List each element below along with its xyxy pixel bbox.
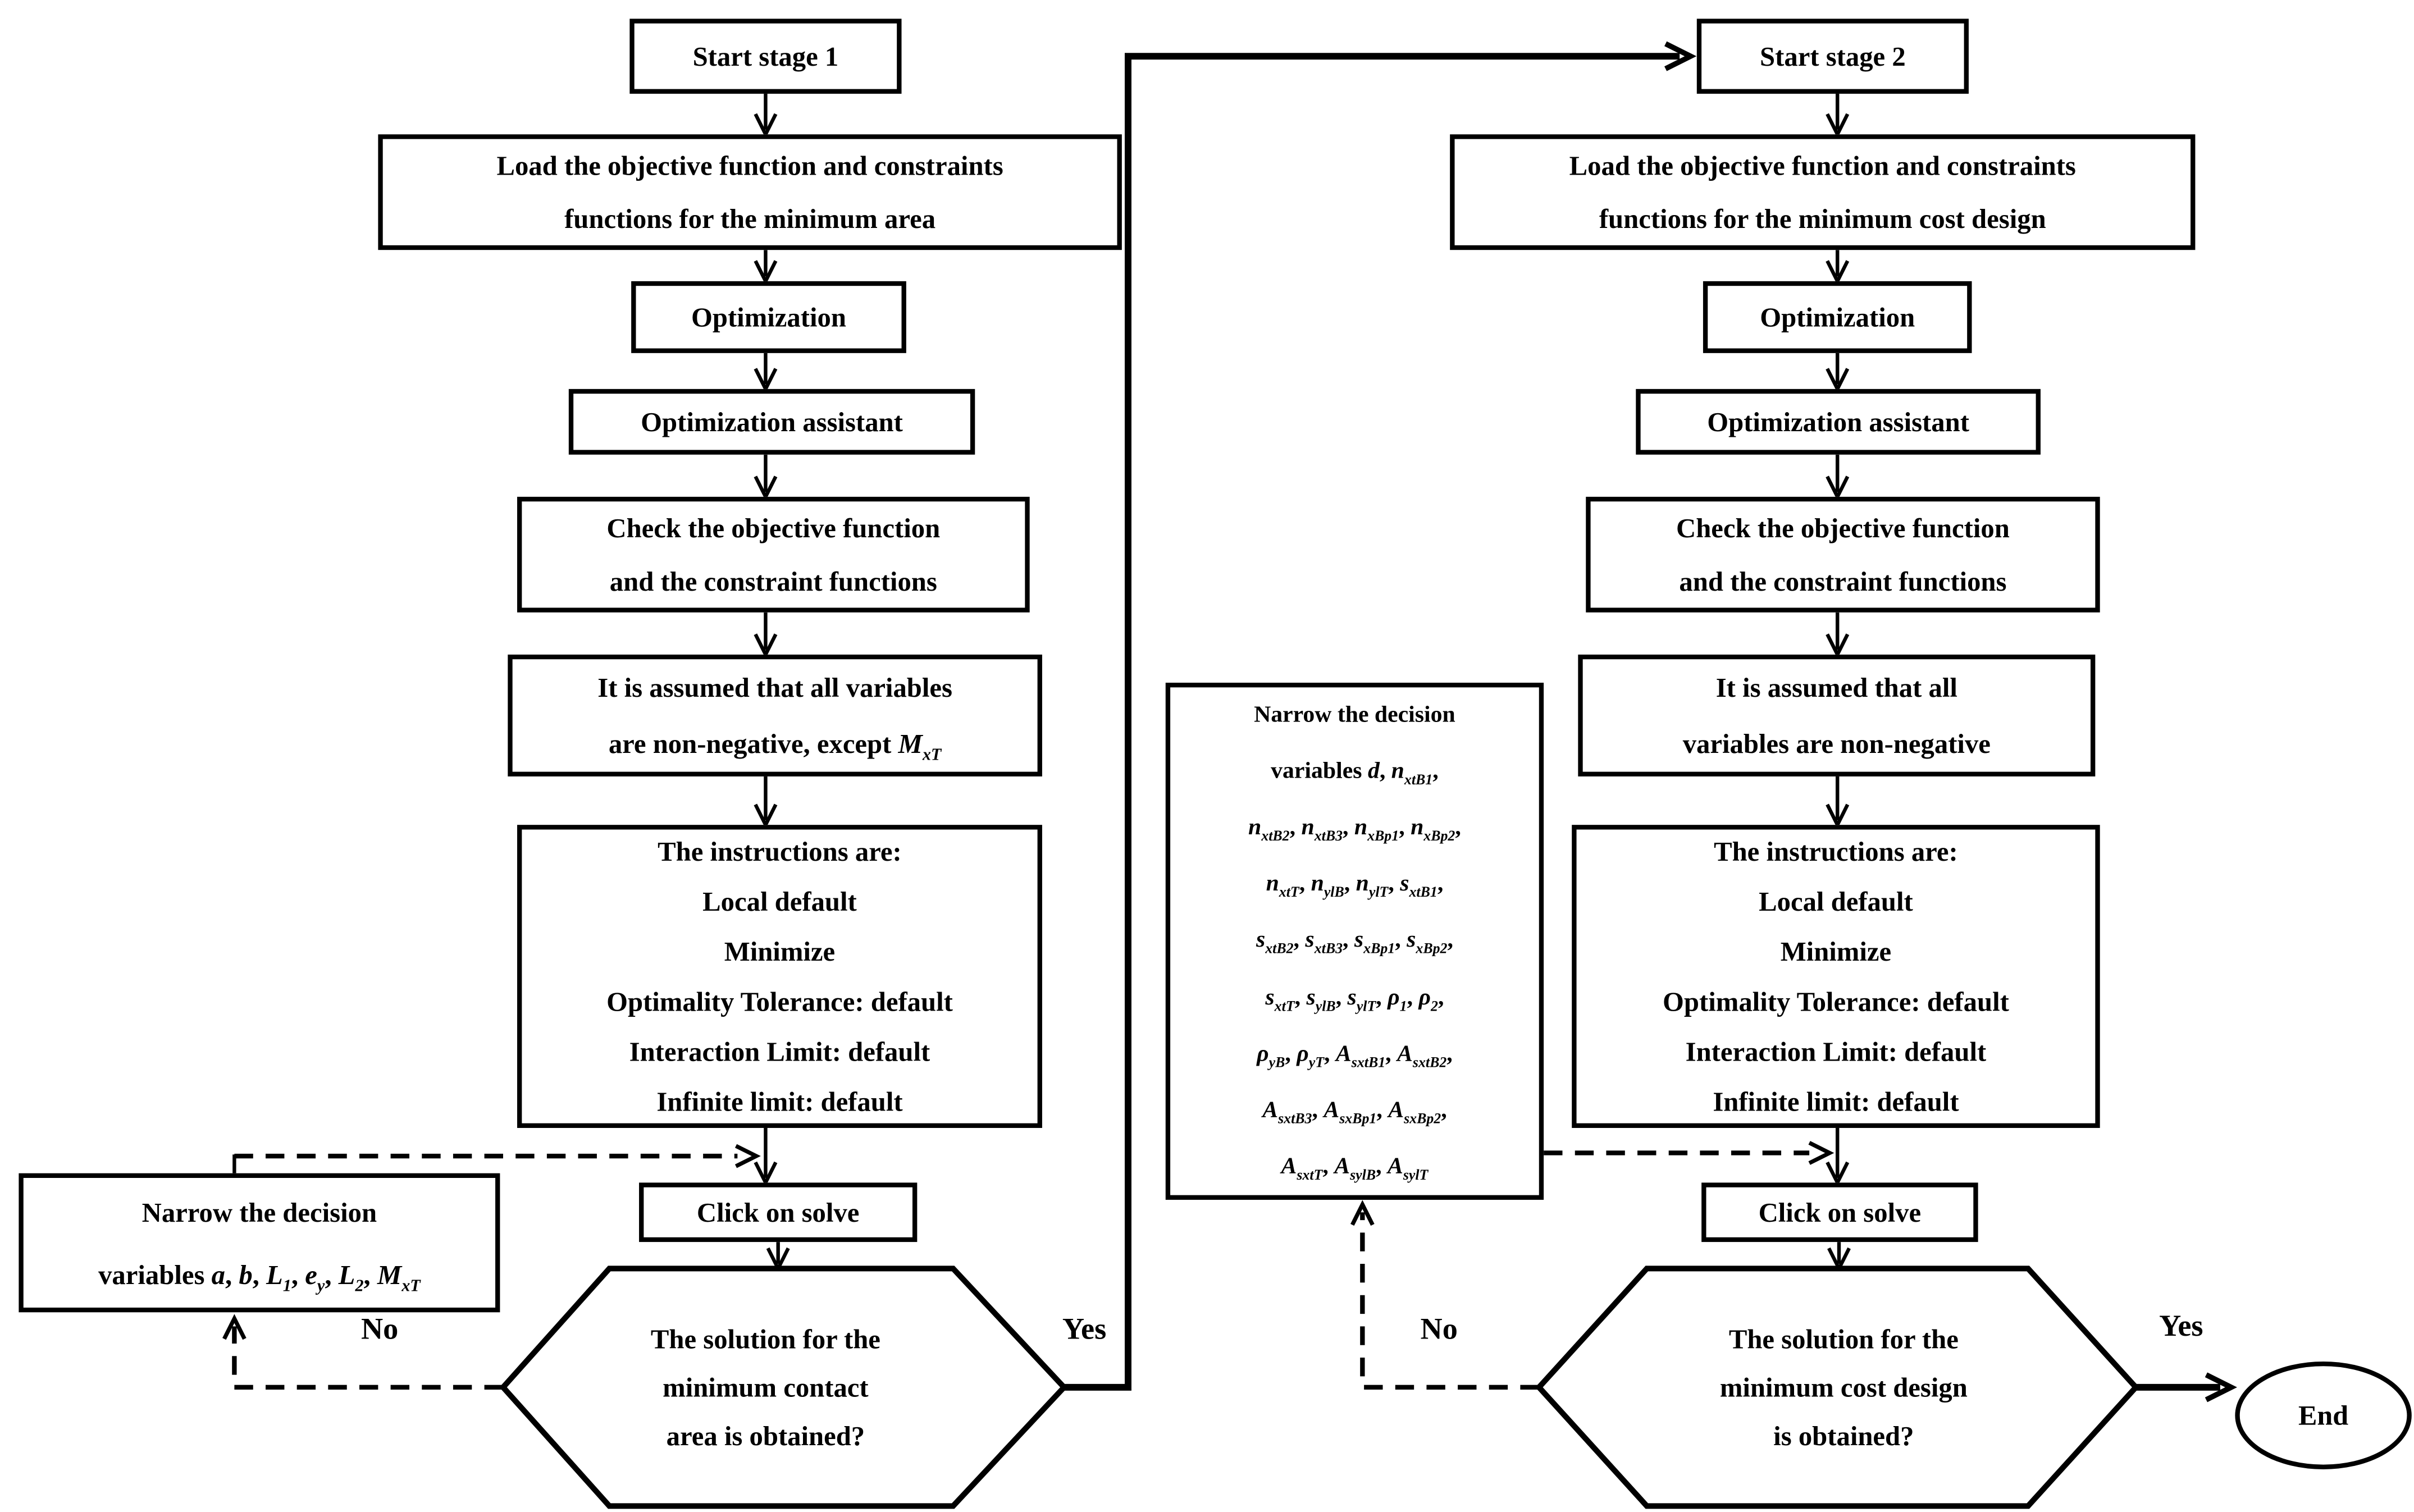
stage2-assistant-node: Optimization assistant xyxy=(1636,389,2041,455)
stage2-yes-connector xyxy=(2135,1372,2237,1403)
stage1-optimization-node: Optimization xyxy=(631,281,906,353)
stage2-optimization-node: Optimization xyxy=(1703,281,1972,353)
stage1-decision-hexagon xyxy=(499,1266,1068,1509)
stage1-flow-arrows xyxy=(754,93,790,1273)
stage1-no-loop xyxy=(222,1144,761,1390)
stage1-click-solve-label: Click on solve xyxy=(696,1196,860,1228)
stage1-load-label: Load the objective function and constrai… xyxy=(496,150,1003,235)
stage1-yes-label: Yes xyxy=(1062,1314,1107,1347)
stage2-load-node: Load the objective function and constrai… xyxy=(1450,134,2196,250)
stage1-optimization-label: Optimization xyxy=(691,302,846,333)
stage2-no-loop xyxy=(1350,1141,1835,1390)
stage2-start-node: Start stage 2 xyxy=(1696,19,1969,94)
stage2-no-label: No xyxy=(1420,1314,1458,1347)
end-ellipse xyxy=(2235,1361,2412,1469)
stage2-decision-hexagon xyxy=(1535,1266,2140,1509)
stage1-load-node: Load the objective function and constrai… xyxy=(378,134,1122,250)
stage1-assistant-label: Optimization assistant xyxy=(641,406,903,438)
stage1-start-node: Start stage 1 xyxy=(629,19,902,94)
stage1-no-label: No xyxy=(360,1314,399,1347)
stage1-assistant-node: Optimization assistant xyxy=(568,389,975,455)
stage2-optimization-label: Optimization xyxy=(1760,302,1915,333)
stage2-click-solve-label: Click on solve xyxy=(1758,1196,1922,1228)
stage1-click-solve-node: Click on solve xyxy=(639,1182,918,1243)
stage2-yes-label: Yes xyxy=(2159,1310,2203,1344)
stage2-start-label: Start stage 2 xyxy=(1760,40,1906,72)
stage2-assistant-label: Optimization assistant xyxy=(1707,406,1969,438)
stage1-yes-connector xyxy=(1064,41,1697,1391)
stage2-load-label: Load the objective function and constrai… xyxy=(1569,150,2076,235)
end-label: End xyxy=(2298,1399,2349,1431)
stage1-start-label: Start stage 1 xyxy=(692,40,839,72)
stage2-click-solve-node: Click on solve xyxy=(1701,1182,1978,1243)
